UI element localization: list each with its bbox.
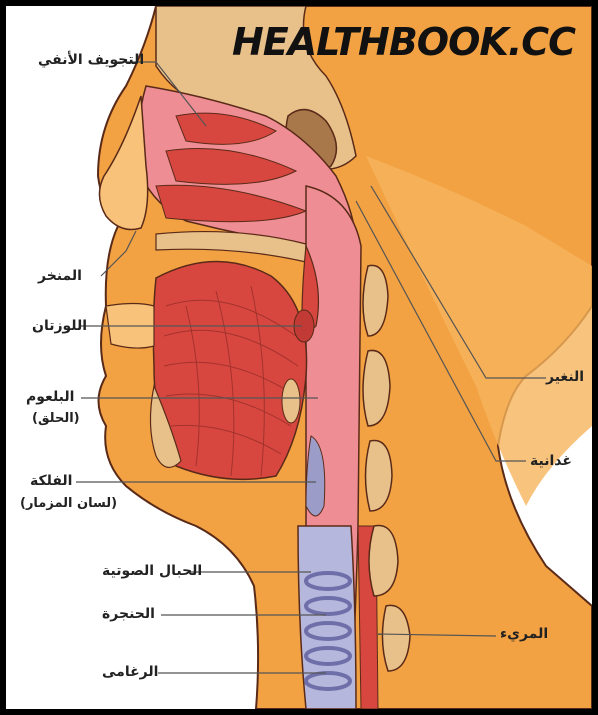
label-vocal-cords: الحبال الصوتية <box>102 563 202 579</box>
label-epiglottis-sub: (لسان المزمار) <box>20 496 117 511</box>
label-larynx: الحنجرة <box>102 606 155 622</box>
label-nasopharynx: النغير <box>546 369 584 385</box>
head-cross-section-illustration <box>6 6 592 709</box>
label-adenoids: غدانية <box>530 453 572 469</box>
label-nostril: المنخر <box>38 268 82 284</box>
hyoid <box>282 379 300 423</box>
label-trachea: الرغامى <box>102 664 158 680</box>
label-tonsils: اللوزتان <box>32 318 87 334</box>
label-nasal-cavity: التجويف الأنفي <box>38 52 144 68</box>
label-esophagus: المريء <box>500 626 548 642</box>
label-pharynx-sub: (الحلق) <box>32 411 80 426</box>
label-epiglottis: الفلكة <box>30 473 72 489</box>
watermark: HEALTHBOOK.CC <box>232 20 575 64</box>
label-pharynx: البلعوم <box>26 389 74 405</box>
